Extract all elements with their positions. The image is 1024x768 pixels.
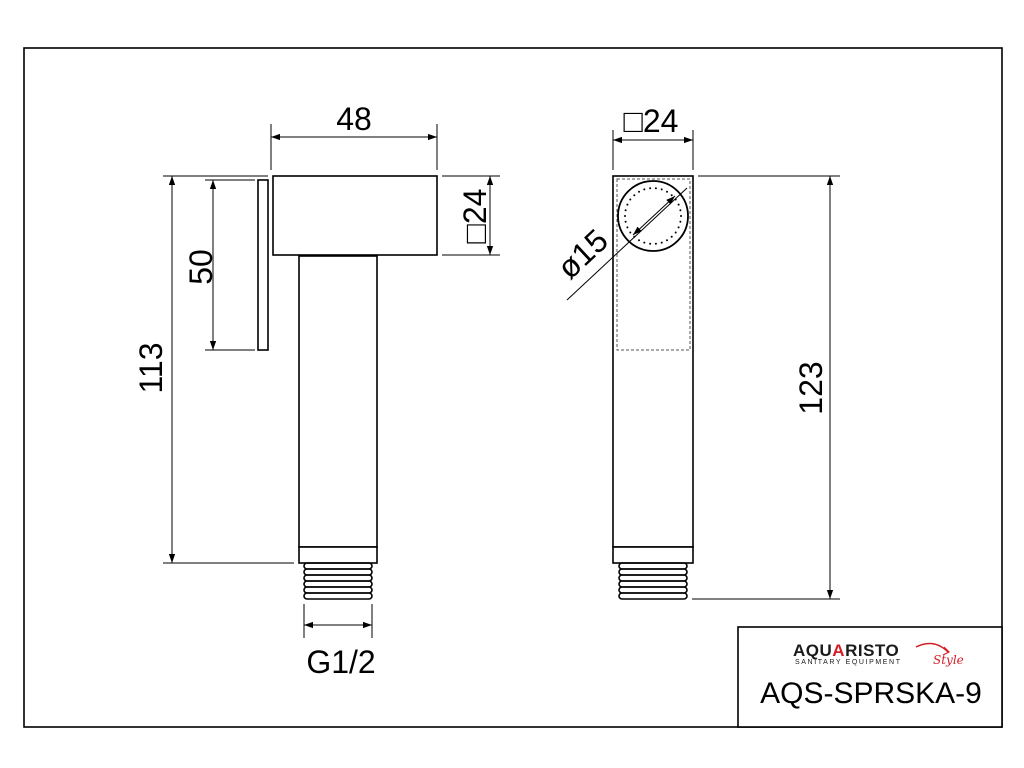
front-collar [612, 546, 694, 564]
dim-square-top-24: □24 [624, 103, 679, 139]
dim-height-123: 123 [793, 361, 829, 414]
nozzle-dot [660, 188, 663, 191]
nozzle-dot [624, 220, 627, 223]
nozzle-dot [624, 209, 627, 212]
dim-width-48: 48 [336, 101, 372, 137]
nozzle-dot [638, 239, 640, 242]
thread-front [618, 562, 688, 600]
nozzle-dot [670, 194, 673, 197]
head-block [272, 175, 438, 256]
nozzle-dot [679, 209, 682, 212]
nozzle-dot [680, 215, 682, 217]
nozzle-dot [679, 220, 682, 223]
drawing-frame [23, 47, 1003, 728]
dim-height-50: 50 [183, 249, 219, 285]
brand-tagline: SANITARY EQUIPMENT [795, 659, 902, 666]
brand-logo: AQUARISTO SANITARY EQUIPMENT Style [793, 641, 964, 667]
nozzle-dot [643, 241, 646, 244]
nozzle-dot [626, 226, 629, 229]
dim-square-side-24: □24 [457, 189, 493, 244]
nozzle-dot [654, 242, 657, 245]
nozzle-dot [624, 215, 626, 217]
nozzle-dot [666, 239, 668, 242]
svg-text:AQUARISTO: AQUARISTO [793, 641, 899, 660]
side-view [257, 175, 438, 600]
title-block: AQUARISTO SANITARY EQUIPMENT Style AQS-S… [737, 626, 1003, 728]
nozzle-dot [674, 231, 677, 234]
nozzle-dot [626, 203, 629, 206]
nozzle-dot [677, 226, 680, 229]
nozzle-dot [633, 194, 636, 197]
nozzle-dot [654, 187, 657, 190]
product-code: AQS-SPRSKA-9 [760, 677, 982, 710]
front-view [612, 175, 694, 600]
hidden-head-outline [616, 178, 691, 351]
nozzle-dot [629, 231, 632, 234]
nozzle-dot [660, 241, 663, 244]
collar [298, 546, 378, 564]
brand-swoosh-icon [915, 642, 949, 653]
dim-diameter-15: ø15 [550, 222, 615, 286]
front-dimensions [566, 130, 840, 600]
dim-height-113: 113 [133, 342, 169, 393]
nozzle-dot [629, 198, 632, 201]
spray-nozzle-dots [624, 187, 682, 245]
nozzle-dot [677, 203, 680, 206]
side-dimensions [163, 124, 500, 638]
nozzle-dot [666, 190, 668, 193]
nozzle-dot [643, 188, 646, 191]
brand-script: Style [933, 653, 964, 667]
nozzle-dot [649, 187, 652, 190]
body-tube [298, 255, 378, 548]
brand-suffix: RISTO [845, 641, 899, 660]
dim-thread-g12: G1/2 [306, 644, 375, 680]
brand-prefix: AQU [793, 641, 832, 660]
brand-highlight: A [832, 641, 845, 660]
nozzle-dot [670, 235, 673, 238]
thread-side [303, 562, 373, 600]
wall-plate [257, 179, 269, 351]
nozzle-dot [638, 190, 640, 193]
nozzle-dot [649, 242, 652, 245]
